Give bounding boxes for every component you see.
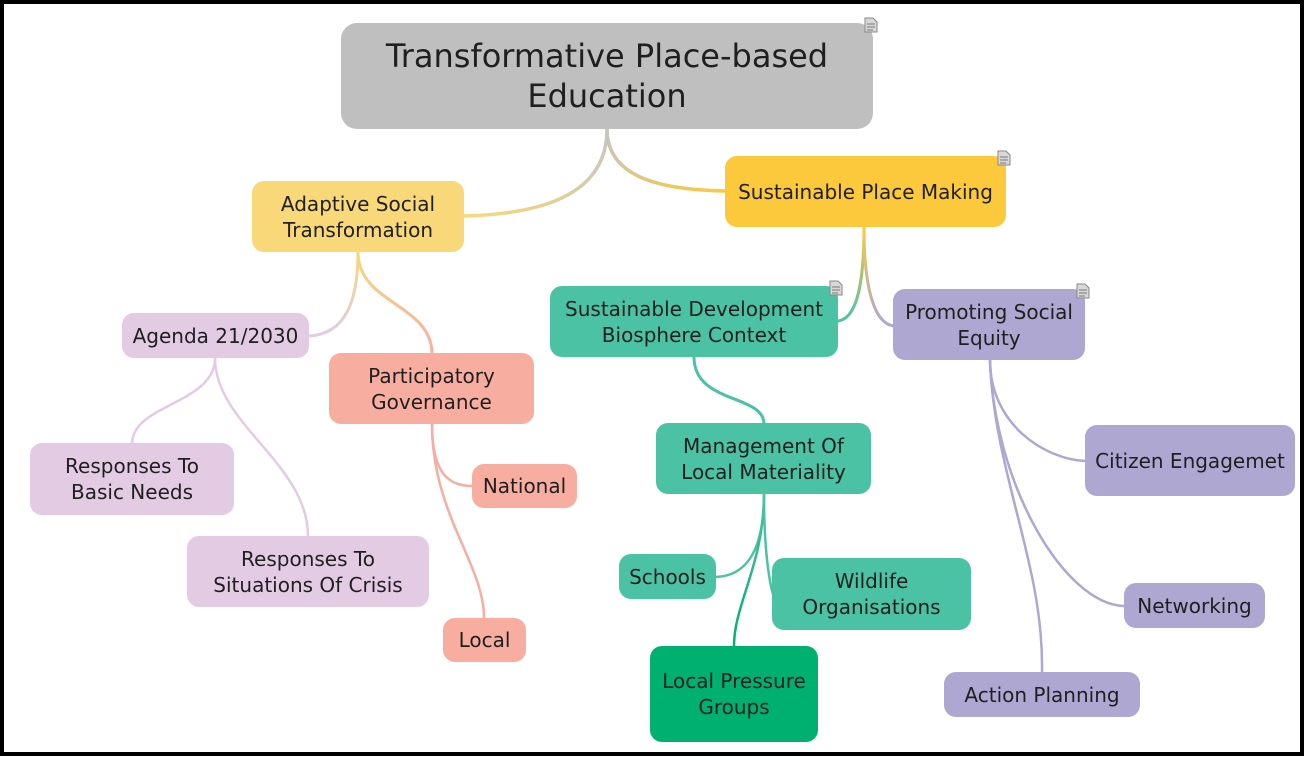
action-planning-label: Action Planning: [964, 682, 1120, 707]
schools-node[interactable]: Schools: [619, 554, 716, 599]
sustainable-development-biosphere-context-node[interactable]: Sustainable Development Biosphere Contex…: [550, 286, 838, 357]
schools-label: Schools: [629, 564, 706, 589]
promoting-social-equity-node[interactable]: Promoting Social Equity: [893, 289, 1085, 360]
management-of-local-materiality-node[interactable]: Management Of Local Materiality: [656, 423, 871, 494]
wildlife-organisations-label: Wildlife Organisations: [802, 569, 941, 619]
national-node[interactable]: National: [472, 464, 577, 508]
note-icon[interactable]: [829, 280, 843, 296]
responses-to-situations-of-crisis-node[interactable]: Responses To Situations Of Crisis: [187, 536, 429, 607]
citizen-engagement-label: Citizen Engagemet: [1095, 448, 1285, 473]
root-node[interactable]: Transformative Place-based Education: [341, 23, 873, 129]
networking-label: Networking: [1137, 593, 1252, 618]
participatory-governance-label: Participatory Governance: [368, 363, 495, 414]
responses-to-basic-needs-node[interactable]: Responses To Basic Needs: [30, 443, 234, 515]
root-label: Transformative Place-based Education: [385, 37, 829, 115]
note-icon[interactable]: [864, 17, 878, 33]
local-pressure-groups-label: Local Pressure Groups: [662, 669, 806, 719]
networking-node[interactable]: Networking: [1124, 583, 1265, 628]
action-planning-node[interactable]: Action Planning: [944, 672, 1140, 717]
adaptive-social-transformation-node[interactable]: Adaptive Social Transformation: [252, 181, 464, 252]
adaptive-social-transformation-label: Adaptive Social Transformation: [280, 191, 436, 242]
agenda-21-2030-label: Agenda 21/2030: [132, 323, 299, 348]
local-label: Local: [458, 628, 511, 652]
responses-to-basic-needs-label: Responses To Basic Needs: [65, 454, 199, 504]
responses-to-situations-of-crisis-label: Responses To Situations Of Crisis: [213, 546, 403, 597]
sustainable-development-biosphere-context-label: Sustainable Development Biosphere Contex…: [565, 296, 823, 347]
promoting-social-equity-label: Promoting Social Equity: [905, 299, 1073, 350]
agenda-21-2030-node[interactable]: Agenda 21/2030: [122, 313, 309, 358]
note-icon[interactable]: [1076, 283, 1090, 299]
local-pressure-groups-node[interactable]: Local Pressure Groups: [650, 646, 818, 742]
sustainable-place-making-node[interactable]: Sustainable Place Making: [725, 156, 1006, 227]
citizen-engagement-node[interactable]: Citizen Engagemet: [1085, 425, 1295, 496]
local-node[interactable]: Local: [443, 618, 526, 662]
connector-lines: [130, 127, 1126, 674]
participatory-governance-node[interactable]: Participatory Governance: [329, 353, 534, 424]
national-label: National: [482, 474, 567, 498]
note-icon[interactable]: [997, 150, 1011, 166]
wildlife-organisations-node[interactable]: Wildlife Organisations: [772, 558, 971, 630]
management-of-local-materiality-label: Management Of Local Materiality: [681, 433, 846, 484]
sustainable-place-making-label: Sustainable Place Making: [738, 179, 993, 204]
